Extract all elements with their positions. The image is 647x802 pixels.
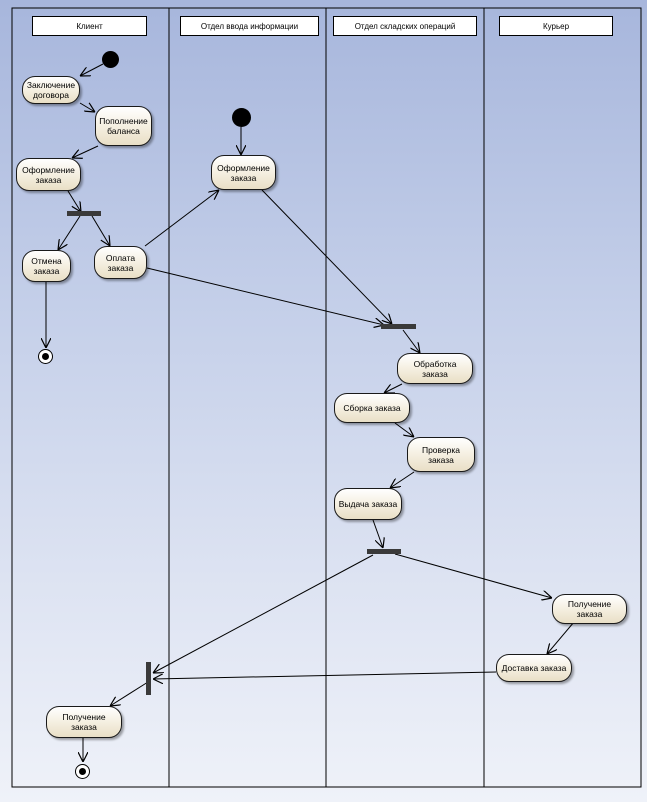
action-contract: Заключение договора: [22, 76, 80, 104]
fork-bar: [67, 211, 101, 216]
lane-title-client: Клиент: [32, 16, 147, 36]
final-node: [38, 349, 53, 364]
lane-title-warehouse-department: Отдел складских операций: [333, 16, 477, 36]
lane-title-input-department: Отдел ввода информации: [180, 16, 319, 36]
flow-arrow: [110, 681, 149, 706]
flow-arrow: [394, 422, 414, 437]
action-receive-client: Получение заказа: [46, 706, 122, 738]
action-issue: Выдача заказа: [334, 488, 402, 520]
action-topup: Пополнение баланса: [95, 106, 152, 146]
action-processing: Обработка заказа: [397, 353, 473, 384]
flow-arrow: [394, 553, 552, 598]
flow-arrow: [372, 519, 383, 548]
flow-arrow: [384, 383, 403, 393]
flow-arrow: [402, 329, 420, 353]
flow-arrow: [79, 103, 95, 112]
action-order-client: Оформление заказа: [16, 158, 81, 191]
flow-arrow: [261, 189, 392, 324]
join-bar: [381, 324, 416, 329]
action-order-input: Оформление заказа: [211, 155, 276, 190]
flow-arrow: [58, 215, 81, 250]
final-node: [75, 764, 90, 779]
flow-arrow: [153, 554, 374, 673]
action-payment: Оплата заказа: [94, 246, 147, 279]
action-receive-courier: Получение заказа: [552, 594, 627, 624]
flow-arrow: [153, 671, 497, 679]
initial-node: [102, 51, 119, 68]
action-check: Проверка заказа: [407, 437, 475, 472]
lane-title-courier: Курьер: [499, 16, 613, 36]
flow-arrow: [146, 267, 384, 325]
action-cancel: Отмена заказа: [22, 250, 71, 282]
action-delivery: Доставка заказа: [496, 654, 572, 682]
flow-arrow: [390, 471, 415, 488]
flow-arrow: [91, 215, 110, 246]
flow-arrow: [547, 621, 575, 654]
flow-arrow: [144, 190, 219, 247]
fork-bar: [367, 549, 401, 554]
flow-arrow: [80, 63, 104, 76]
flow-arrow: [67, 190, 81, 212]
action-assembly: Сборка заказа: [334, 393, 410, 423]
initial-node: [232, 108, 251, 127]
flow-arrow: [72, 145, 99, 158]
join-bar: [146, 662, 151, 695]
